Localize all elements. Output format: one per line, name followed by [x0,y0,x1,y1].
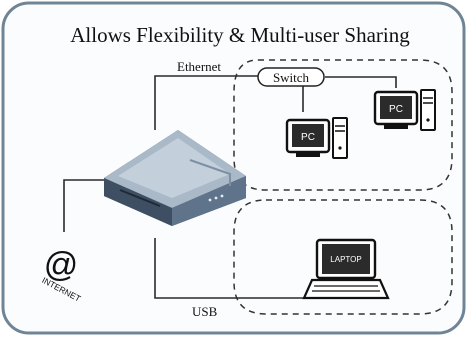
switch-to-pc2-link [325,76,397,88]
pc-icon-1: PC [285,117,348,159]
switch-icon: Switch [257,67,325,87]
internet-link [63,179,104,232]
pc-icon-2: PC [373,89,436,131]
switch-label: Switch [273,70,310,85]
usb-label: USB [192,304,218,319]
laptop-icon: LAPTOP [302,238,390,300]
ethernet-group-boundary [233,59,453,191]
usb-link [154,238,305,299]
usb-group-boundary [233,199,453,315]
router-icon [104,130,246,226]
diagram-title: Allows Flexibility & Multi-user Sharing [70,23,410,47]
pc-label-1: PC [301,132,315,143]
ethernet-label: Ethernet [177,59,221,74]
laptop-label: LAPTOP [330,255,361,264]
ethernet-link [154,75,258,130]
internet-at-symbol: @ [44,246,79,284]
pc-label-2: PC [389,104,403,115]
